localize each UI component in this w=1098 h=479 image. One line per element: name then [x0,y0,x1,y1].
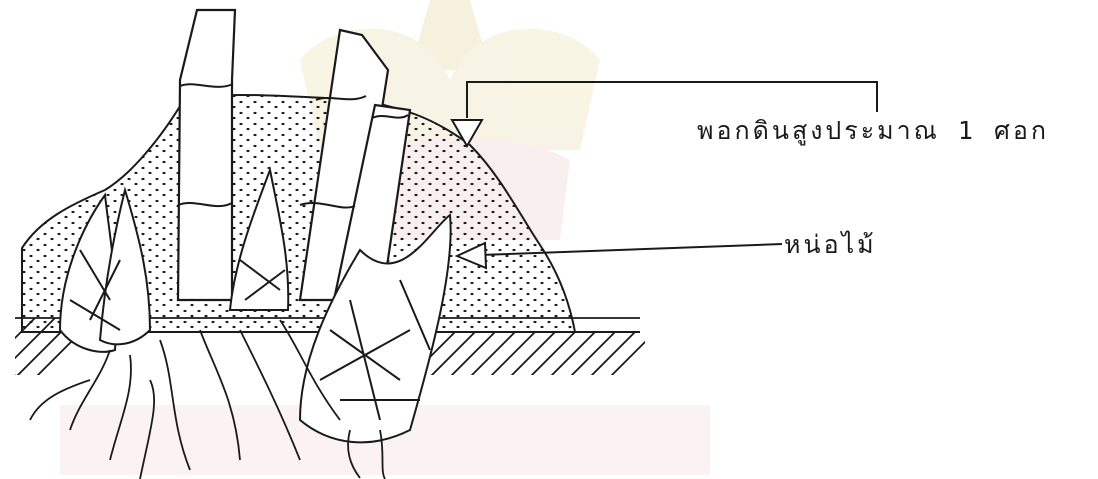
bamboo-shoot-label: หน่อไม้ [784,232,877,257]
soil-mound-label: พอกดินสูงประมาณ 1 ศอก [697,118,1049,143]
